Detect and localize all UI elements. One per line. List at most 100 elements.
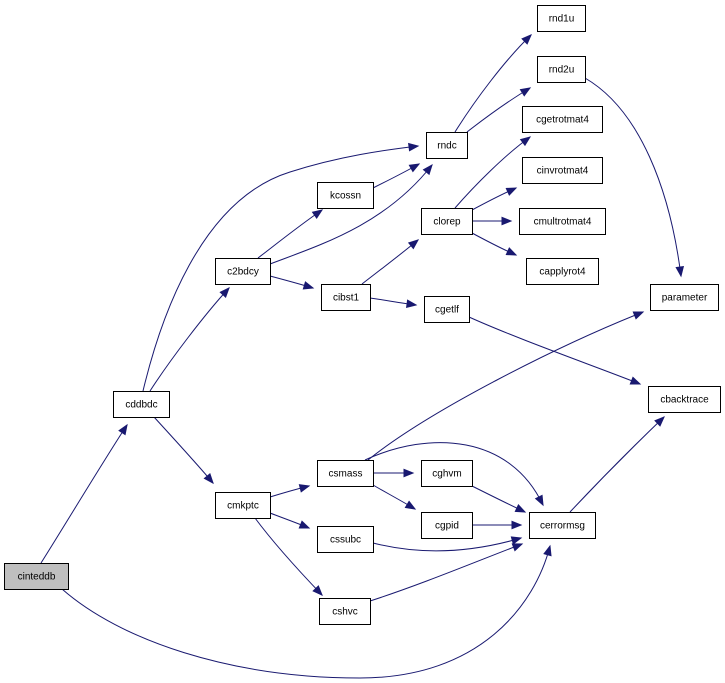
edge-arrowhead	[543, 544, 552, 557]
node-cssubc[interactable]: cssubc	[317, 526, 374, 553]
node-cibst1[interactable]: cibst1	[321, 284, 371, 311]
edge-arrowhead	[654, 416, 665, 427]
node-box[interactable]	[526, 258, 599, 285]
node-cinvrotmat4[interactable]: cinvrotmat4	[522, 157, 603, 184]
node-box[interactable]	[529, 512, 596, 539]
node-clorep[interactable]: clorep	[421, 208, 473, 235]
node-box[interactable]	[424, 296, 470, 323]
edge-arrowhead	[519, 136, 532, 147]
edge-arrowhead	[511, 543, 524, 552]
edge-cshvc-to-cerrormsg	[369, 543, 524, 602]
node-box[interactable]	[317, 460, 374, 487]
edge-line	[361, 239, 419, 285]
edge-cmkptc-to-cssubc	[269, 512, 311, 529]
node-rnd1u[interactable]: rnd1u	[537, 5, 586, 32]
node-label: cerrormsg	[540, 521, 585, 532]
node-box[interactable]	[650, 284, 719, 311]
edge-cddbdc-to-c2bdcy	[149, 287, 230, 392]
edge-line	[372, 537, 522, 552]
edge-arrowhead	[514, 504, 527, 513]
edge-arrowhead	[408, 142, 420, 152]
edge-arrowhead	[219, 287, 230, 298]
edge-line	[367, 311, 644, 461]
edge-arrowhead	[404, 500, 417, 510]
edge-cddbdc-to-cmkptc	[153, 416, 214, 485]
edge-arrowhead	[510, 536, 523, 545]
node-label: cgetrotmat4	[536, 115, 589, 126]
edge-arrowhead	[521, 34, 532, 45]
edge-line	[454, 34, 532, 133]
edge-arrowhead	[505, 247, 518, 256]
edge-arrowhead	[534, 494, 544, 507]
node-box[interactable]	[537, 5, 586, 32]
edge-cgetlf-to-cbacktrace	[468, 316, 642, 385]
node-box[interactable]	[317, 182, 374, 209]
node-box[interactable]	[648, 386, 721, 413]
node-cmultrotmat4[interactable]: cmultrotmat4	[519, 208, 606, 235]
node-cinteddb[interactable]: cinteddb	[4, 563, 69, 590]
edge-csmass-to-parameter	[367, 311, 645, 461]
node-box[interactable]	[113, 391, 170, 418]
node-cddbdc[interactable]: cddbdc	[113, 391, 170, 418]
edge-arrowhead	[519, 87, 532, 97]
node-box[interactable]	[317, 526, 374, 553]
edge-line	[269, 164, 433, 265]
node-cgpid[interactable]: cgpid	[421, 512, 473, 539]
node-cgetrotmat4[interactable]: cgetrotmat4	[522, 106, 603, 133]
node-rnd2u[interactable]: rnd2u	[537, 56, 586, 83]
edge-arrowhead	[405, 299, 418, 309]
node-box[interactable]	[321, 284, 371, 311]
edge-line	[149, 287, 230, 392]
edge-cinteddb-to-cddbdc	[40, 423, 128, 564]
node-box[interactable]	[522, 157, 603, 184]
node-c2bdcy[interactable]: c2bdcy	[215, 258, 271, 285]
node-kcossn[interactable]: kcossn	[317, 182, 374, 209]
edge-cibst1-to-clorep	[361, 239, 420, 285]
node-label: cghvm	[432, 469, 461, 480]
node-label: cgetlf	[435, 305, 459, 316]
edge-kcossn-to-rndc	[372, 163, 421, 189]
edge-line	[257, 209, 323, 259]
edge-cerrormsg-to-cbacktrace	[569, 416, 665, 513]
edge-arrowhead	[501, 216, 513, 226]
edge-clorep-to-cmultrotmat4	[472, 216, 513, 226]
node-cbacktrace[interactable]: cbacktrace	[648, 386, 721, 413]
node-csmass[interactable]: csmass	[317, 460, 374, 487]
node-parameter[interactable]: parameter	[650, 284, 719, 311]
edge-cddbdc-to-rndc	[142, 142, 420, 392]
edge-line	[569, 416, 665, 513]
node-cgetlf[interactable]: cgetlf	[424, 296, 470, 323]
edge-arrowhead	[311, 209, 324, 219]
nodes-layer: cinteddb cddbdc c2bdcy cmkptc kcossn cibst1 rn…	[4, 5, 721, 625]
node-capplyrot4[interactable]: capplyrot4	[526, 258, 599, 285]
node-cmkptc[interactable]: cmkptc	[215, 492, 271, 519]
edge-arrowhead	[422, 163, 433, 176]
node-rndc[interactable]: rndc	[426, 132, 468, 159]
node-box[interactable]	[426, 132, 468, 159]
node-label: clorep	[433, 217, 461, 228]
edge-arrowhead	[298, 484, 311, 493]
node-label: cgpid	[435, 521, 459, 532]
node-label: rndc	[437, 141, 456, 152]
node-box[interactable]	[421, 512, 473, 539]
node-box[interactable]	[319, 598, 371, 625]
node-cerrormsg[interactable]: cerrormsg	[529, 512, 596, 539]
edge-cssubc-to-cerrormsg	[372, 536, 523, 552]
node-box[interactable]	[522, 106, 603, 133]
node-box[interactable]	[519, 208, 606, 235]
node-cghvm[interactable]: cghvm	[421, 460, 473, 487]
node-label: cssubc	[330, 535, 361, 546]
edge-c2bdcy-to-cibst1	[269, 275, 315, 290]
node-box[interactable]	[421, 208, 473, 235]
node-box[interactable]	[4, 563, 69, 590]
edge-cinteddb-to-cerrormsg	[61, 544, 552, 679]
node-label: cmultrotmat4	[534, 217, 592, 228]
node-box[interactable]	[215, 258, 271, 285]
edge-arrowhead	[312, 585, 323, 596]
node-box[interactable]	[215, 492, 271, 519]
node-cshvc[interactable]: cshvc	[319, 598, 371, 625]
node-label: rnd2u	[549, 65, 575, 76]
edge-line	[369, 543, 523, 602]
node-box[interactable]	[421, 460, 473, 487]
node-box[interactable]	[537, 56, 586, 83]
